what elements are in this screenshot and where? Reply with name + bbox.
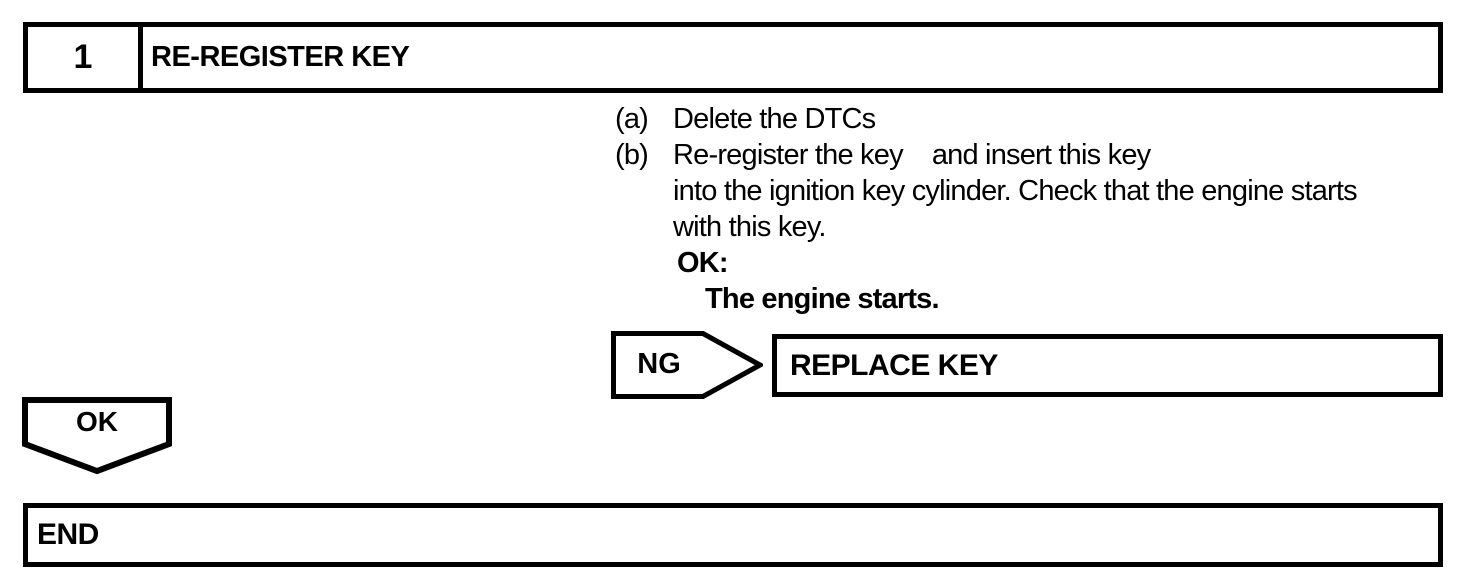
ok-arrow-label: OK	[76, 406, 118, 437]
step-number: 1	[28, 27, 143, 88]
instruction-text-b: Re-register the key and insert this key …	[673, 137, 1358, 245]
ok-condition-text: The engine starts.	[705, 283, 940, 315]
instruction-text-a: Delete the DTCs	[673, 101, 876, 137]
instruction-line: Re-register the key and insert this key	[673, 139, 1151, 171]
list-marker-a: (a)	[615, 103, 649, 135]
step-header: 1 RE-REGISTER KEY	[23, 22, 1443, 93]
instruction-item-a: (a) Delete the DTCs	[615, 101, 1357, 137]
instruction-item-b: (b) Re-register the key and insert this …	[615, 137, 1358, 245]
ng-branch-arrow: NG	[611, 331, 763, 399]
step-title: RE-REGISTER KEY	[151, 41, 410, 73]
ok-branch-arrow: OK	[22, 397, 172, 475]
ng-action-label: REPLACE KEY	[790, 348, 998, 382]
list-marker-b: (b)	[615, 139, 649, 171]
ng-action-box: REPLACE KEY	[772, 334, 1443, 397]
instruction-line: into the ignition key cylinder. Check th…	[673, 175, 1358, 207]
ng-arrow-icon	[611, 331, 763, 399]
ok-condition-heading: OK:	[677, 247, 729, 279]
ng-arrow-label: NG	[637, 348, 681, 380]
instruction-line: with this key.	[673, 211, 826, 243]
end-box: END	[23, 503, 1443, 567]
instruction-line: Delete the DTCs	[673, 103, 876, 135]
ok-arrow-icon	[22, 397, 172, 475]
instruction-block: (a) Delete the DTCs (b) Re-register the …	[615, 101, 1358, 317]
end-label: END	[37, 518, 99, 551]
